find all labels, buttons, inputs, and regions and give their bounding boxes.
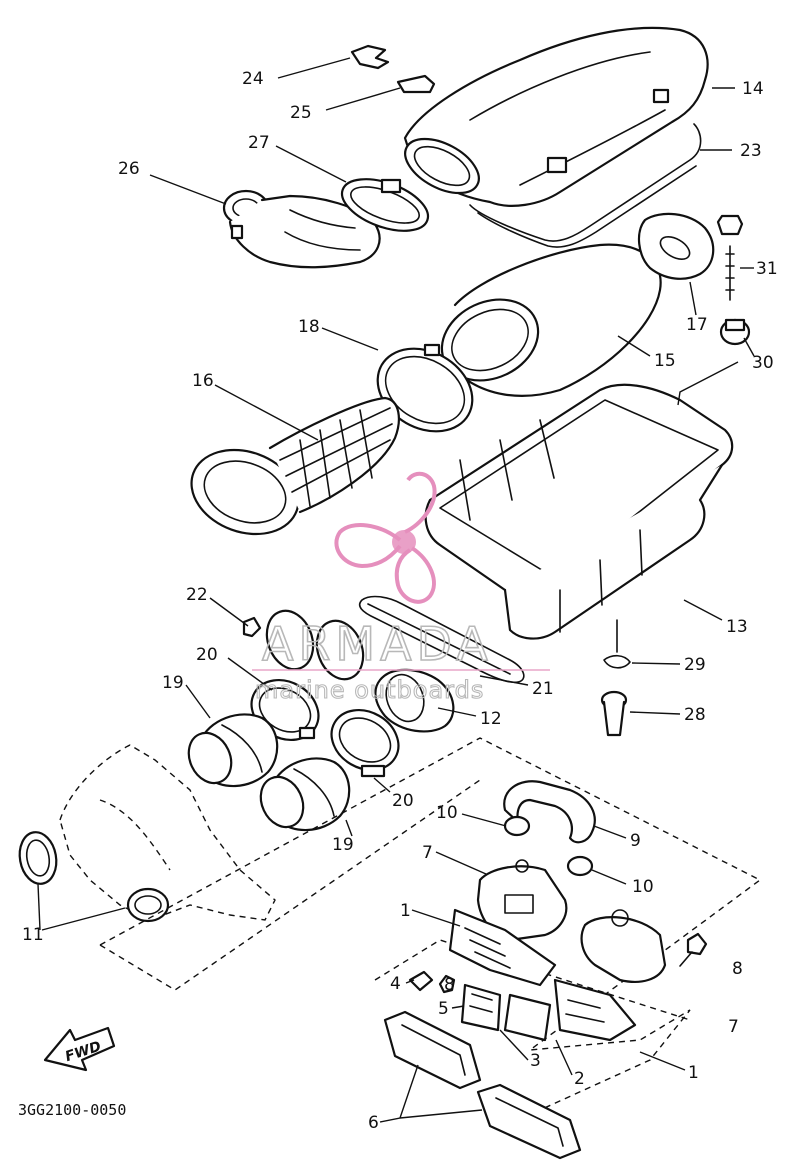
label-23: 23 (740, 141, 762, 161)
watermark-tagline: marine outboards (255, 676, 484, 704)
label-29: 29 (684, 655, 706, 675)
label-25: 25 (290, 103, 312, 123)
part-21-gasket (358, 595, 525, 684)
part-27-band-clamp (340, 178, 430, 232)
part-11-clamp-right (126, 887, 170, 923)
part-10-clip-lower (566, 855, 594, 877)
label-16: 16 (192, 371, 214, 391)
label-4: 4 (390, 974, 401, 994)
part-24-clip (350, 44, 390, 70)
watermark-brand: ARMADA (262, 617, 493, 671)
label-2: 2 (574, 1069, 585, 1089)
label-10-upper: 10 (436, 803, 458, 823)
part-17-grommet-plate (637, 212, 715, 280)
label-22: 22 (186, 585, 208, 605)
label-8-left: 8 (444, 975, 455, 995)
part-26-elbow-hose (222, 189, 381, 269)
part-12-duct (265, 609, 455, 733)
label-20-lower: 20 (392, 791, 414, 811)
label-14: 14 (742, 79, 764, 99)
part-4-pin (408, 970, 434, 992)
leader-lines (37, 57, 755, 1123)
part-19-joint-lower (259, 757, 351, 832)
label-18: 18 (298, 317, 320, 337)
part-19-joint-upper (187, 713, 279, 788)
part-25-clip (396, 74, 436, 94)
label-15: 15 (654, 351, 676, 371)
label-20-upper: 20 (196, 645, 218, 665)
diagram-code: 3GG2100-0050 (18, 1101, 126, 1119)
label-5: 5 (438, 999, 449, 1019)
label-27: 27 (248, 133, 270, 153)
part-number-labels: 24 25 27 26 14 23 31 17 18 15 30 16 22 1… (22, 69, 778, 1133)
propeller-logo-icon (334, 471, 437, 604)
part-10-clip-upper (503, 815, 531, 837)
label-11: 11 (22, 925, 44, 945)
fwd-arrow: FWD (43, 1026, 116, 1072)
watermark: ARMADA marine outboards (252, 471, 550, 705)
part-3-reed-stopper (503, 993, 552, 1042)
label-8-right: 8 (732, 959, 743, 979)
part-11-clamp-left (18, 831, 58, 885)
label-30: 30 (752, 353, 774, 373)
label-7-lower: 7 (728, 1017, 739, 1037)
label-24: 24 (242, 69, 264, 89)
label-21: 21 (532, 679, 554, 699)
part-28-fitting (600, 690, 628, 737)
part-20-clamp-right (330, 708, 400, 778)
part-22-screw (242, 616, 262, 638)
part-18-ring-clamp (376, 343, 474, 433)
label-17: 17 (686, 315, 708, 335)
label-13: 13 (726, 617, 748, 637)
label-6: 6 (368, 1113, 379, 1133)
engine-outline (59, 744, 276, 921)
label-3: 3 (530, 1051, 541, 1071)
part-29-clip (603, 654, 631, 669)
part-6-gasket-right (476, 1083, 582, 1160)
label-1-lower: 1 (688, 1063, 699, 1083)
label-9: 9 (630, 831, 641, 851)
label-28: 28 (684, 705, 706, 725)
part-30-grommet (719, 318, 751, 346)
label-26: 26 (118, 159, 140, 179)
part-8-bolt-left (438, 974, 456, 994)
part-14-silencer-cover (403, 26, 709, 207)
part-7-cover-right (580, 909, 667, 983)
label-1-upper: 1 (400, 901, 411, 921)
label-19-lower: 19 (332, 835, 354, 855)
part-8-bolt-right (686, 932, 708, 956)
part-23-gasket (469, 123, 702, 242)
part-13-air-box (424, 383, 734, 640)
part-31-bolt (716, 214, 744, 301)
part-9-hose (503, 780, 596, 844)
label-10-lower: 10 (632, 877, 654, 897)
label-7-upper: 7 (422, 843, 433, 863)
part-16-filter-element (190, 396, 400, 536)
part-2-reed-assembly (553, 978, 637, 1042)
label-31: 31 (756, 259, 778, 279)
label-19-upper: 19 (162, 673, 184, 693)
label-12: 12 (480, 709, 502, 729)
group-boundary (99, 737, 762, 1111)
part-1-reed-valve-upper (448, 908, 557, 987)
part-5-reed-plate (460, 983, 502, 1032)
part-6-gasket-left (383, 1010, 482, 1090)
